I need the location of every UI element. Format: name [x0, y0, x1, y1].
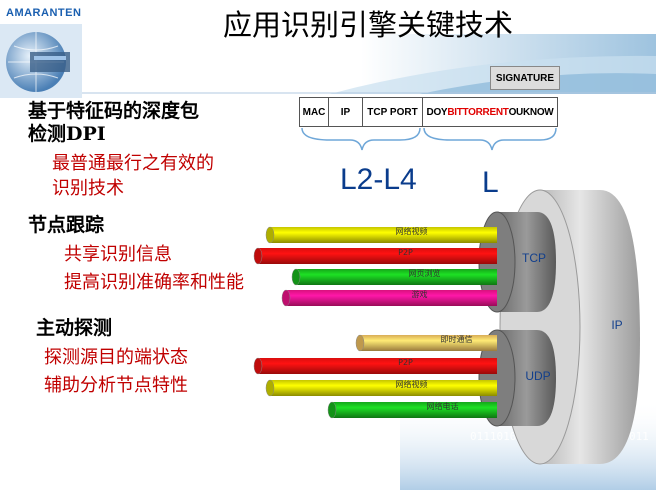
dpi-heading-line2: 检测DPI — [28, 123, 106, 145]
tcp-pipe-2 — [258, 248, 497, 264]
udp-pipe-cap-3 — [265, 379, 275, 397]
tcp-pipe-label-3: 网页浏览 — [409, 268, 441, 278]
dpi-sub-line2: 识别技术 — [52, 178, 124, 199]
udp-label: UDP — [525, 369, 550, 383]
udp-pipe-4 — [332, 402, 497, 418]
tcp-pipe-cap-4 — [281, 289, 291, 307]
tcp-label: TCP — [522, 251, 546, 265]
tcp-pipe-cap-1 — [265, 226, 275, 244]
payload-prefix: DOY — [426, 106, 448, 118]
signature-label: SIGNATURE — [490, 66, 560, 90]
packet-cell-ip: IP — [329, 98, 363, 126]
payload-suffix: OUKNOW — [508, 106, 554, 118]
dpi-heading-line1: 基于特征码的深度包 — [28, 100, 200, 122]
ip-label: IP — [611, 318, 622, 332]
company-logo-text: AMARANTEN — [6, 7, 82, 19]
packet-cell-mac: MAC — [300, 98, 329, 126]
logo-globe-icon — [0, 24, 82, 98]
udp-pipe-2 — [258, 358, 497, 374]
tcp-pipe-cap-3 — [291, 268, 301, 286]
tcp-pipe-label-2: P2P — [398, 248, 413, 257]
l2-l4-label: L2-L4 — [340, 163, 417, 196]
payload-highlight: BITTORRENT — [447, 106, 509, 118]
udp-pipe-cap-4 — [327, 401, 337, 419]
l7-label: L — [482, 166, 499, 199]
active-sub-line1: 探测源目的端状态 — [44, 347, 188, 368]
node-sub-line2: 提高识别准确率和性能 — [64, 272, 244, 293]
active-sub-line2: 辅助分析节点特性 — [44, 375, 188, 396]
packet-cell-tcp-port: TCP PORT — [363, 98, 423, 126]
brace-l7 — [423, 127, 557, 151]
udp-pipe-label-3: 网络视频 — [396, 379, 428, 389]
tcp-pipe-cap-2 — [253, 247, 263, 265]
node-tracking-heading: 节点跟踪 — [28, 214, 105, 236]
tcp-pipe-3 — [296, 269, 497, 285]
active-probe-heading: 主动探测 — [36, 317, 113, 339]
dpi-sub-line1: 最普通最行之有效的 — [52, 153, 214, 174]
udp-pipe-1 — [360, 335, 497, 351]
brace-l2l4 — [301, 127, 421, 151]
tcp-pipe-1 — [270, 227, 497, 243]
udp-pipe-label-2: P2P — [398, 358, 413, 367]
udp-pipe-3 — [270, 380, 497, 396]
page-title: 应用识别引擎关键技术 — [222, 8, 513, 42]
udp-pipe-cap-2 — [253, 357, 263, 375]
node-sub-line1: 共享识别信息 — [64, 244, 172, 265]
tcp-pipe-label-1: 网络视频 — [396, 226, 428, 236]
udp-pipe-label-1: 即时通信 — [441, 334, 473, 344]
tcp-pipe-4 — [286, 290, 497, 306]
udp-pipe-cap-1 — [355, 334, 365, 352]
udp-pipe-label-4: 网络电话 — [427, 401, 459, 411]
tcp-pipe-label-4: 游戏 — [412, 289, 428, 299]
